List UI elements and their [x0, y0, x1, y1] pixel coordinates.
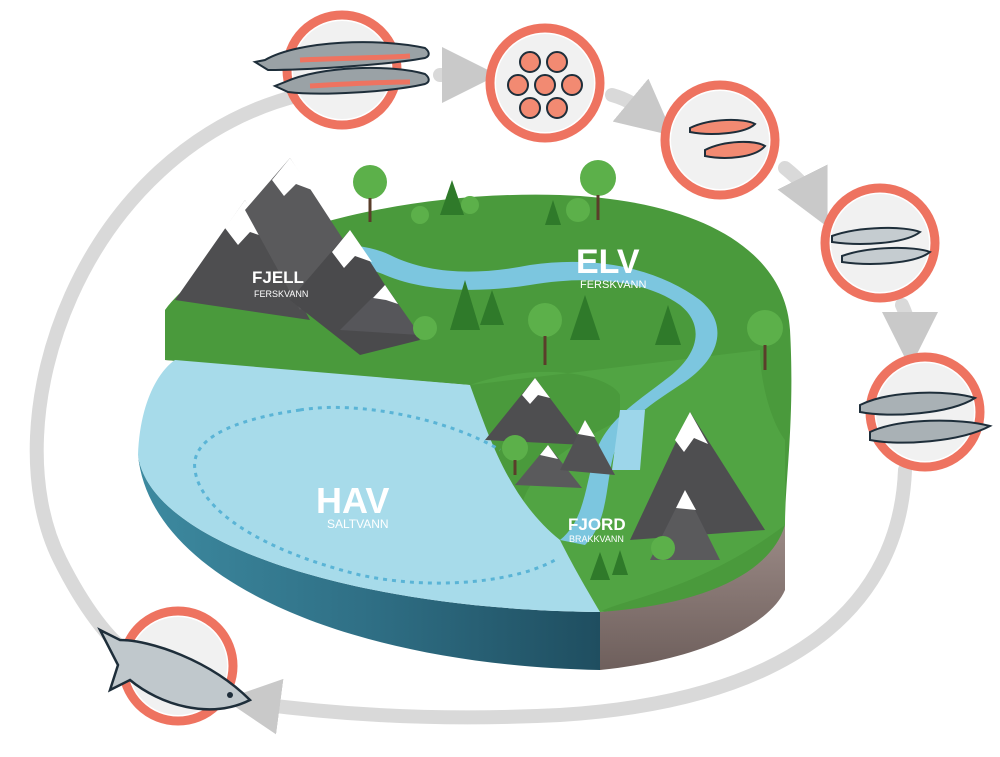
label-fjord-title: FJORD — [568, 515, 626, 534]
cycle-arrow-2 — [605, 78, 674, 136]
stage-spawning — [252, 10, 430, 130]
stage-fry — [820, 183, 940, 303]
sea-top — [138, 360, 600, 612]
stage-adult — [97, 606, 253, 726]
fry-icon — [831, 226, 932, 265]
label-hav-title: HAV — [316, 480, 389, 521]
label-fjord-subtitle: BRAKKVANN — [569, 534, 624, 544]
soil-side-wall-right — [600, 525, 785, 670]
label-hav: HAV SALTVANN — [316, 480, 389, 531]
stage-eggs — [485, 23, 605, 143]
label-fjord: FJORD BRAKKVANN — [568, 515, 626, 544]
label-elv-subtitle: FERSKVANN — [580, 279, 646, 291]
trees — [353, 160, 783, 580]
eggs-icon — [507, 51, 583, 119]
label-elv: ELV FERSKVANN — [576, 243, 646, 291]
cycle-arrow-3 — [777, 161, 828, 228]
label-fjell-title: FJELL — [252, 268, 304, 287]
sea-migration-path — [193, 405, 556, 585]
cycle-arrows — [29, 47, 938, 735]
cycle-arrow-bottom — [224, 463, 912, 735]
mountains-fjell — [175, 158, 420, 355]
label-elv-title: ELV — [576, 243, 640, 281]
mountains-center — [485, 378, 615, 488]
cycle-arrow-4 — [881, 298, 938, 368]
label-fjell: FJELL FERSKVANN — [252, 268, 308, 299]
adult-salmon-icon — [97, 627, 253, 711]
sea-side-wall — [138, 455, 600, 670]
stage-alevin — [660, 80, 780, 200]
alevin-icon — [689, 118, 767, 159]
label-fjell-subtitle: FERSKVANN — [254, 289, 308, 299]
landscape-disc: FJELL FERSKVANN ELV FERSKVANN HAV SALTVA… — [138, 158, 792, 670]
parr-icon — [859, 391, 993, 444]
label-hav-subtitle: SALTVANN — [327, 517, 389, 531]
spawning-salmon-icon — [252, 41, 430, 95]
waterfall — [612, 410, 645, 470]
stage-parr — [859, 352, 993, 472]
cycle-arrow-ocean-return — [29, 88, 307, 657]
